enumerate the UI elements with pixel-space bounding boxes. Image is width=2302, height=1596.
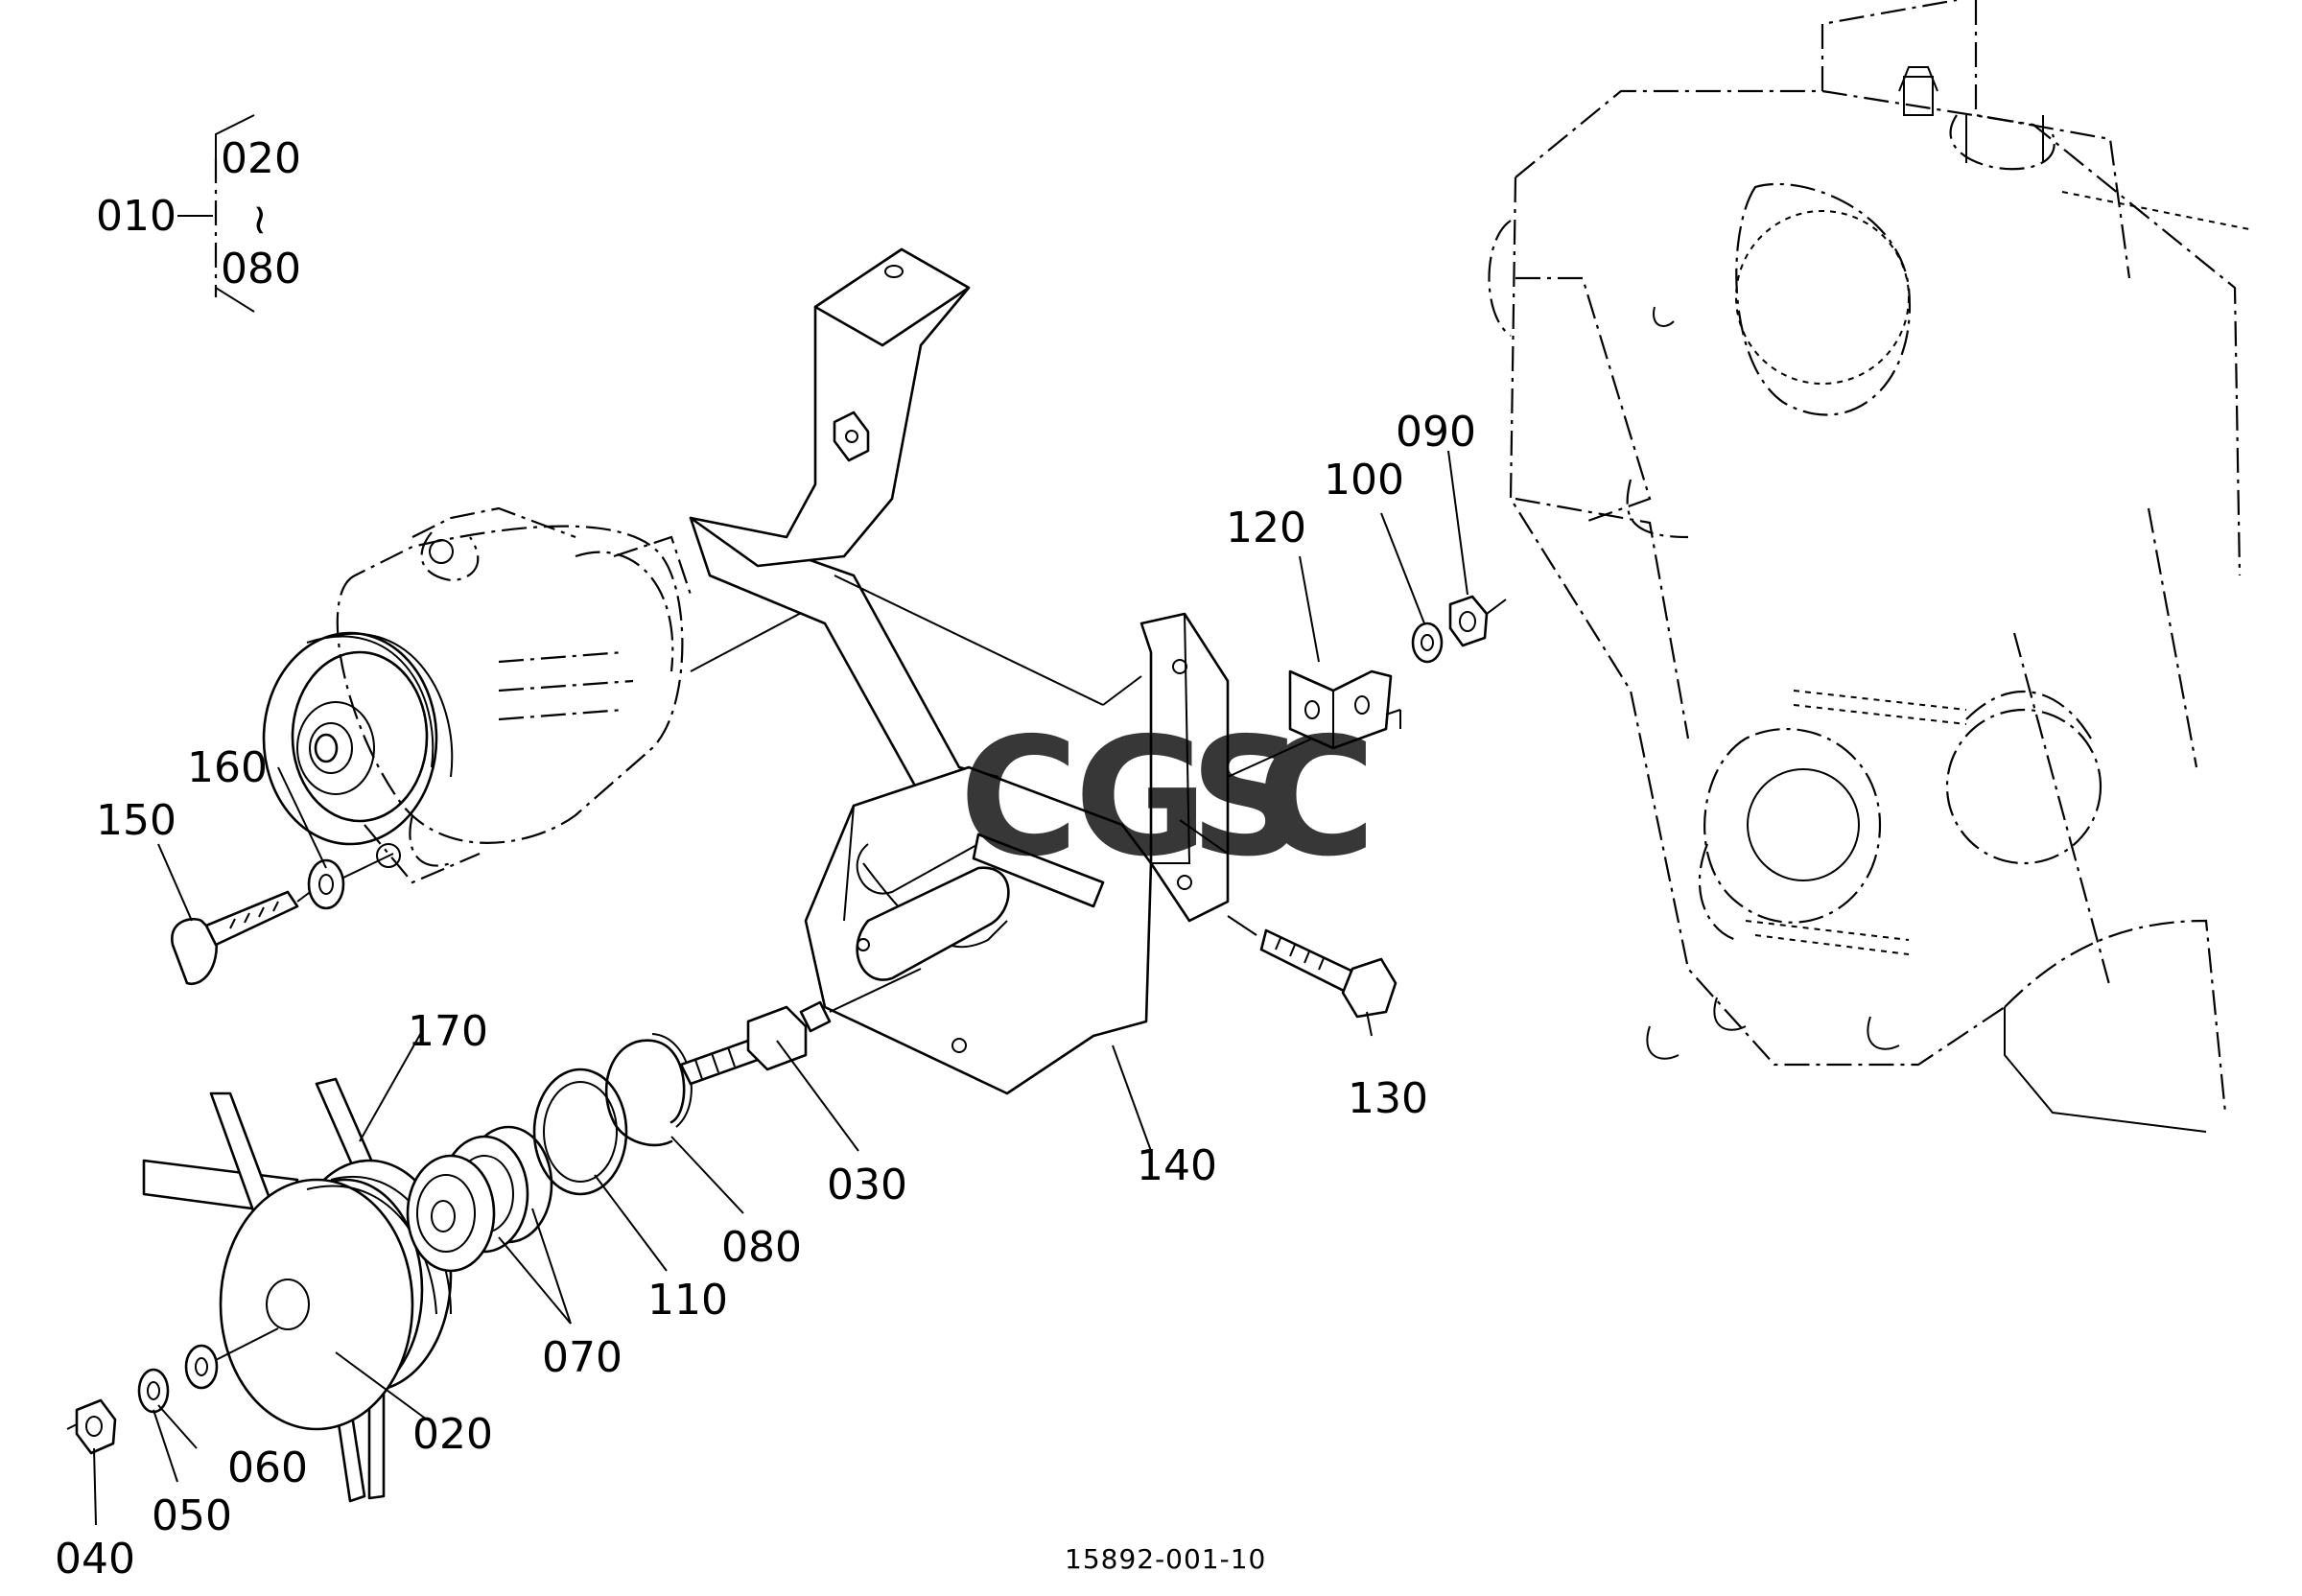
collar-110 [532,1068,628,1196]
callout-020: 020 [412,1410,493,1459]
assembly-from: 020 [221,134,301,183]
assembly-bracket: 010 020 ~ 080 [96,114,301,313]
callout-100: 100 [1324,456,1404,505]
watermark: C G S C [959,703,1376,893]
callout-050: 050 [152,1491,232,1540]
shaft-030 [679,968,922,1086]
bolt-150 [171,886,317,986]
clamp-120 [1288,669,1401,750]
nut-090 [1448,595,1507,647]
washer-100 [1411,622,1444,664]
callout-040: 040 [55,1535,135,1584]
washer-050 [137,1368,170,1414]
callout-130: 130 [1348,1074,1428,1123]
tension-bracket [804,612,1334,1095]
bearings-070 [406,1125,553,1273]
washer-160 [307,853,394,910]
snap-ring-080 [604,1033,693,1147]
callout-160: 160 [187,743,268,792]
upper-bracket [689,247,1142,808]
callout-030: 030 [827,1161,907,1209]
watermark-letter: S [1189,703,1306,893]
assembly-to: 080 [221,245,301,293]
washer-060 [184,1344,219,1390]
callout-110: 110 [647,1276,728,1325]
drawing-number: 15892-001-10 [1065,1543,1266,1575]
watermark-letter: C [1257,703,1376,893]
assembly-range-symbol: ~ [236,202,285,238]
callout-labels: 020 030 040 050 060 070 080 090 100 110 … [55,408,1476,1584]
callout-170: 170 [408,1007,488,1056]
callout-090: 090 [1396,408,1476,457]
callout-060: 060 [227,1443,308,1492]
callout-150: 150 [96,796,176,845]
assembly-code: 010 [96,192,176,241]
callout-120: 120 [1226,504,1306,552]
nut-040 [66,1398,117,1455]
callout-070: 070 [542,1333,622,1382]
bolt-130 [1227,915,1398,1019]
alternator [262,506,855,884]
engine-block [1488,0,2255,1133]
callout-080: 080 [721,1223,802,1272]
watermark-letter: G [1074,703,1209,893]
callout-140: 140 [1137,1141,1217,1190]
watermark-letter: C [959,703,1079,893]
leader-lines [93,450,1468,1526]
